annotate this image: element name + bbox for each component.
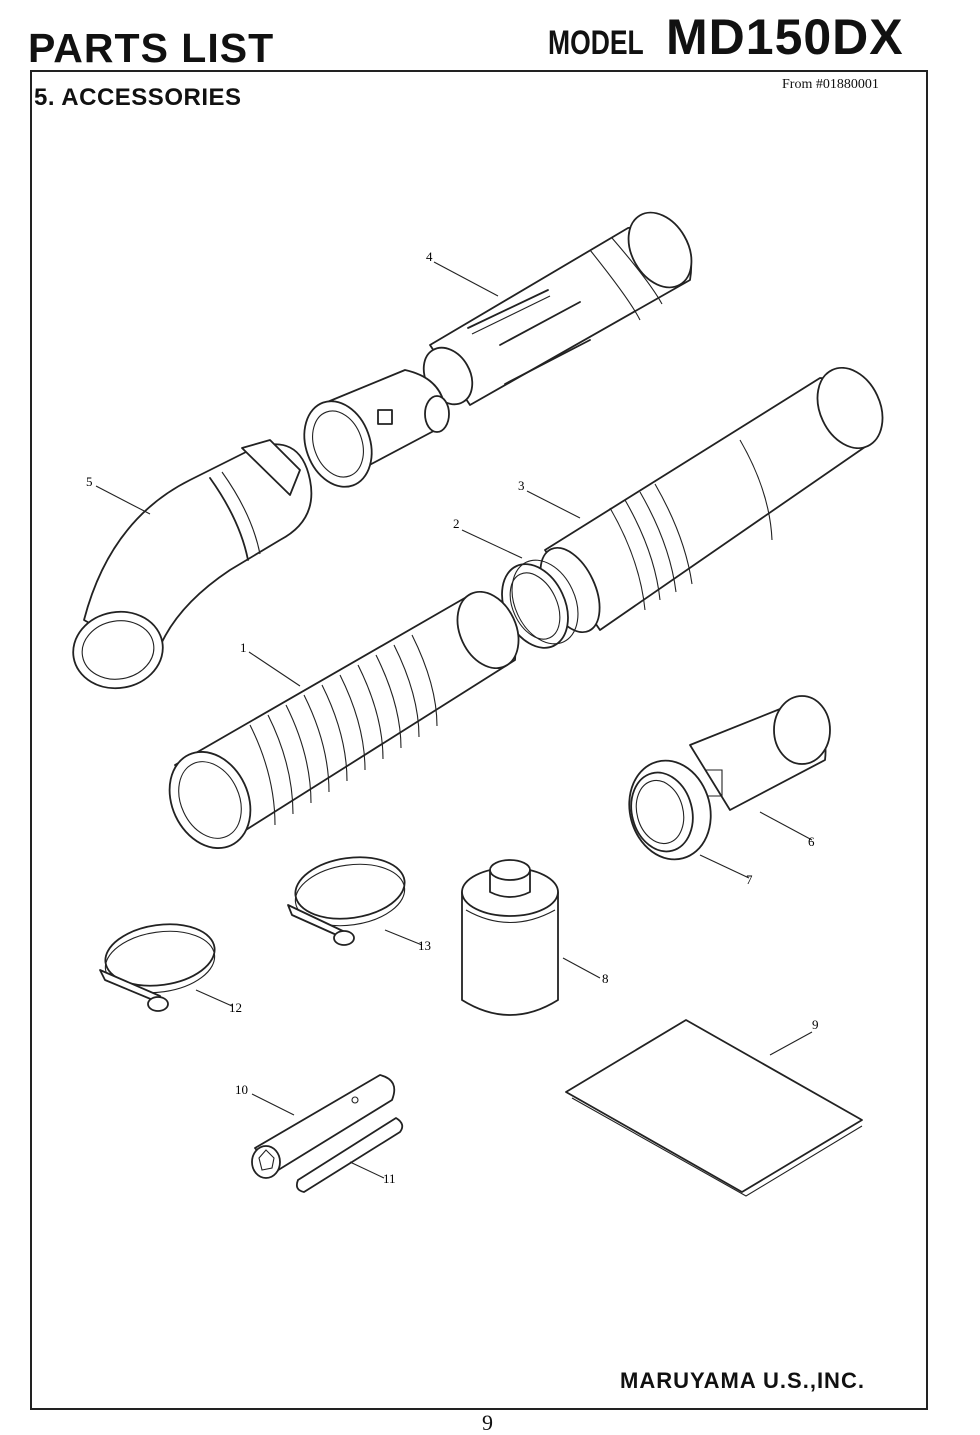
part-connector-sleeve (303, 369, 450, 488)
part-straight-pipe (539, 366, 884, 634)
part-adapter-cap (628, 759, 712, 861)
page-number: 9 (482, 1410, 493, 1435)
callout-4: 4 (426, 249, 433, 264)
leader-lines (95, 261, 813, 1179)
model-name: MD150DX (666, 9, 904, 65)
callout-10: 10 (235, 1082, 248, 1097)
page-title: PARTS LIST (28, 25, 275, 71)
part-hose-clamp-12 (99, 923, 216, 1012)
callout-9: 9 (812, 1017, 819, 1032)
callout-8: 8 (602, 971, 609, 986)
part-oil-bottle (461, 859, 559, 1016)
callout-5: 5 (86, 474, 93, 489)
callout-2: 2 (453, 516, 460, 531)
part-slotted-nozzle (422, 211, 693, 406)
callout-11: 11 (383, 1171, 396, 1186)
part-hose-clamp-13 (287, 856, 406, 946)
model-prefix: MODEL (548, 24, 644, 62)
serial-range: From #01880001 (782, 77, 879, 92)
callout-6: 6 (808, 834, 815, 849)
part-elbow-pipe (72, 439, 313, 690)
part-adapter-tube (689, 695, 831, 811)
callout-12: 12 (229, 1000, 242, 1015)
part-instruction-manual (565, 1019, 863, 1197)
part-wrench-bar (295, 1117, 404, 1193)
callout-labels: 1 2 3 4 5 6 7 8 9 10 11 12 13 (86, 249, 819, 1186)
part-corrugated-pipe (168, 590, 520, 849)
callout-1: 1 (240, 640, 247, 655)
part-plug-wrench (251, 1074, 396, 1179)
section-title: 5. ACCESSORIES (34, 84, 242, 111)
callout-3: 3 (518, 478, 525, 493)
callout-7: 7 (746, 872, 753, 887)
part-pipe-ring (501, 559, 579, 649)
drawing-frame (30, 70, 928, 1410)
callout-13: 13 (418, 938, 431, 953)
company-name: MARUYAMA U.S.,INC. (620, 1368, 865, 1393)
